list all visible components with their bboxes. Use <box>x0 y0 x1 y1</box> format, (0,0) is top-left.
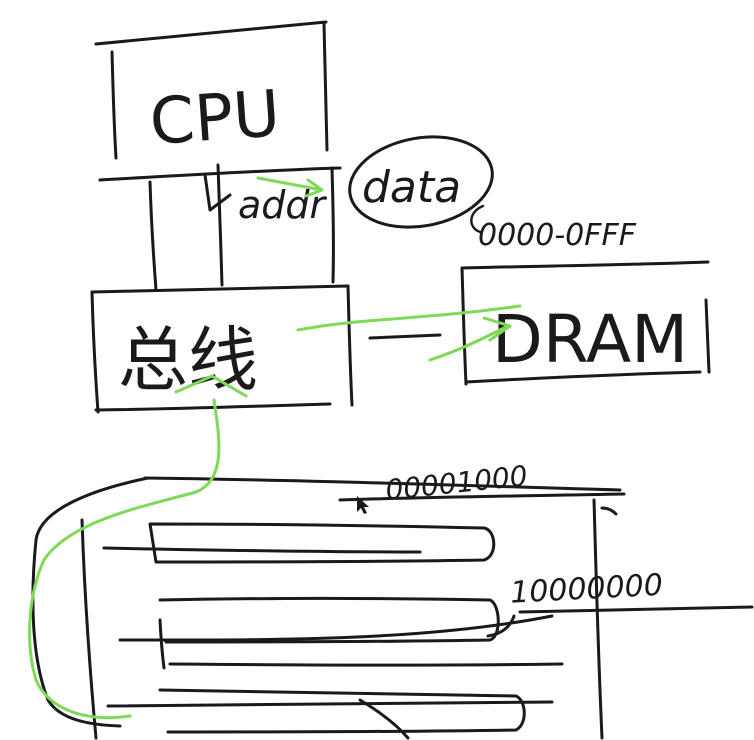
highlight-addr-arrow <box>256 176 324 198</box>
addr-label: addr <box>238 183 328 227</box>
mem-mid-label: 10000000 <box>509 568 663 611</box>
cpu-bus-connector: addr <box>98 163 342 292</box>
bus-label: 总线 <box>118 319 258 401</box>
mem-mid-annotation: 10000000 <box>486 568 754 638</box>
mem-start-label: 00001000 <box>384 459 529 507</box>
memory-row-1 <box>148 522 496 564</box>
memory-row-3 <box>158 688 526 734</box>
dram-range-annotation: 0000-0FFF <box>470 204 637 253</box>
highlight-memory-to-bus <box>28 374 248 720</box>
bus-dram-connector <box>368 333 442 340</box>
dram-range-label: 0000-0FFF <box>478 218 637 253</box>
data-label: data <box>362 162 461 213</box>
memory-row-2 <box>158 597 500 644</box>
memory-table <box>31 476 618 740</box>
highlight-strokes <box>28 176 522 720</box>
cpu-box: CPU <box>94 20 329 160</box>
bus-box: 总线 <box>90 284 354 414</box>
highlight-bus-to-dram <box>296 304 522 332</box>
cpu-label: CPU <box>147 77 282 160</box>
data-bubble: data <box>348 135 494 229</box>
dram-label: DRAM <box>492 301 688 378</box>
highlight-dram-arrow <box>428 316 512 362</box>
pointer-cursor-icon <box>357 496 369 514</box>
dram-box: DRAM <box>460 260 711 386</box>
